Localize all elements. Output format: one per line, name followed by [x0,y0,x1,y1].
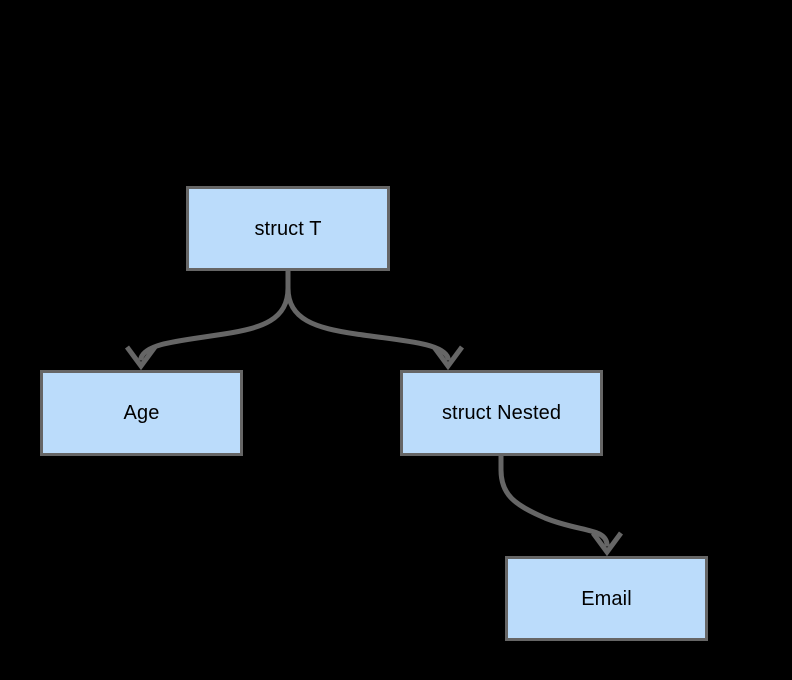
edge-struct-t-to-nested [285,268,465,371]
node-label: Email [581,587,632,610]
node-struct-t[interactable]: struct T [186,186,390,271]
edge-path [498,453,610,547]
node-label: struct T [254,217,322,240]
edge-struct-t-to-age [124,268,291,371]
node-struct-nested[interactable]: struct Nested [400,370,603,456]
arrowhead-open-v-icon [590,531,624,557]
arrowhead-open-v-icon [124,345,158,371]
node-email[interactable]: Email [505,556,708,641]
node-label: struct Nested [441,402,562,424]
node-age[interactable]: Age [40,370,243,456]
edge-path [138,268,291,361]
node-label: Age [123,402,160,424]
edge-path [285,268,451,361]
edge-nested-to-email [498,453,624,557]
arrowhead-open-v-icon [431,345,465,371]
